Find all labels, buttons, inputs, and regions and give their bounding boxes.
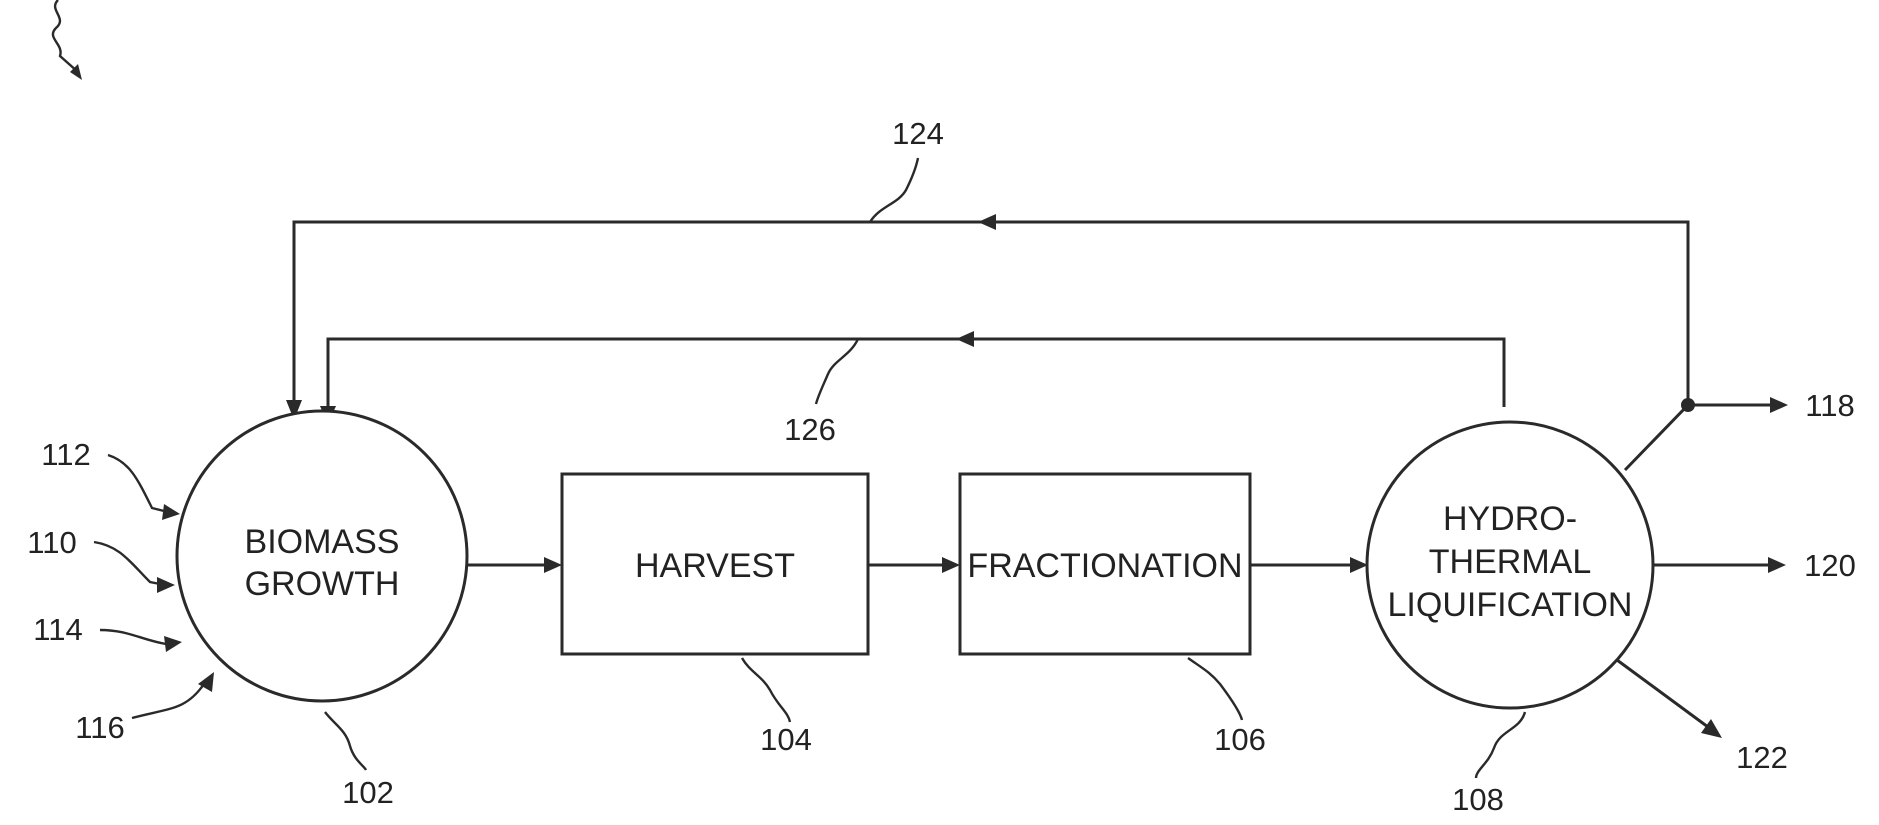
flow-harvest-to-fractionation-arrowhead [942, 557, 960, 573]
output-122-arrowhead [1701, 719, 1722, 738]
figure-leader-squiggle [53, 0, 78, 72]
input-116-ref: 116 [75, 710, 124, 745]
ref-leader-124 [870, 158, 918, 222]
ref-leader-104 [742, 658, 790, 722]
recycle-124-arrowhead [978, 214, 996, 230]
output-122-ref: 122 [1736, 740, 1788, 775]
input-114-arrowhead [164, 636, 182, 652]
fractionation-label: FRACTIONATION [967, 547, 1242, 585]
input-110-ref: 110 [27, 525, 76, 560]
recycle-ref-126: 126 [784, 412, 836, 447]
flow-fractionation-to-htl-arrowhead [1350, 557, 1368, 573]
input-leader-116 [132, 684, 204, 718]
input-112-ref: 112 [41, 437, 90, 472]
ref-leader-108 [1476, 712, 1525, 778]
harvest-ref-104: 104 [760, 722, 812, 757]
output-line-122 [1617, 660, 1708, 727]
recycle-126-arrowhead [956, 331, 974, 347]
biomass-ref-102: 102 [342, 775, 394, 810]
ref-leader-126 [816, 339, 858, 404]
fractionation-ref-106: 106 [1214, 722, 1266, 757]
harvest-label: HARVEST [635, 547, 795, 585]
input-leader-110 [94, 542, 160, 584]
htl-label-line2: THERMAL [1429, 543, 1591, 581]
output-120-ref: 120 [1804, 548, 1856, 583]
ref-leader-106 [1188, 658, 1242, 720]
htl-label-line3: LIQUIFICATION [1388, 586, 1633, 624]
recycle-ref-124: 124 [892, 116, 944, 151]
htl-label-line1: HYDRO- [1443, 500, 1577, 538]
output-120-arrowhead [1768, 557, 1786, 573]
biomass-growth-label-line1: BIOMASS [245, 523, 400, 561]
output-line-118-diag [1625, 405, 1688, 470]
input-110-arrowhead [157, 577, 175, 593]
recycle-line-124 [294, 222, 1688, 405]
input-leader-112 [108, 455, 168, 512]
biomass-growth-label-line2: GROWTH [245, 565, 400, 603]
output-118-arrowhead [1770, 397, 1788, 413]
input-leader-114 [100, 630, 166, 644]
ref-leader-102 [325, 712, 366, 770]
htl-ref-108: 108 [1452, 782, 1504, 817]
input-112-arrowhead [162, 504, 180, 520]
input-114-ref: 114 [33, 612, 82, 647]
recycle-line-126 [328, 339, 1504, 412]
flow-biomass-to-harvest-arrowhead [544, 557, 562, 573]
output-118-ref: 118 [1805, 388, 1854, 423]
